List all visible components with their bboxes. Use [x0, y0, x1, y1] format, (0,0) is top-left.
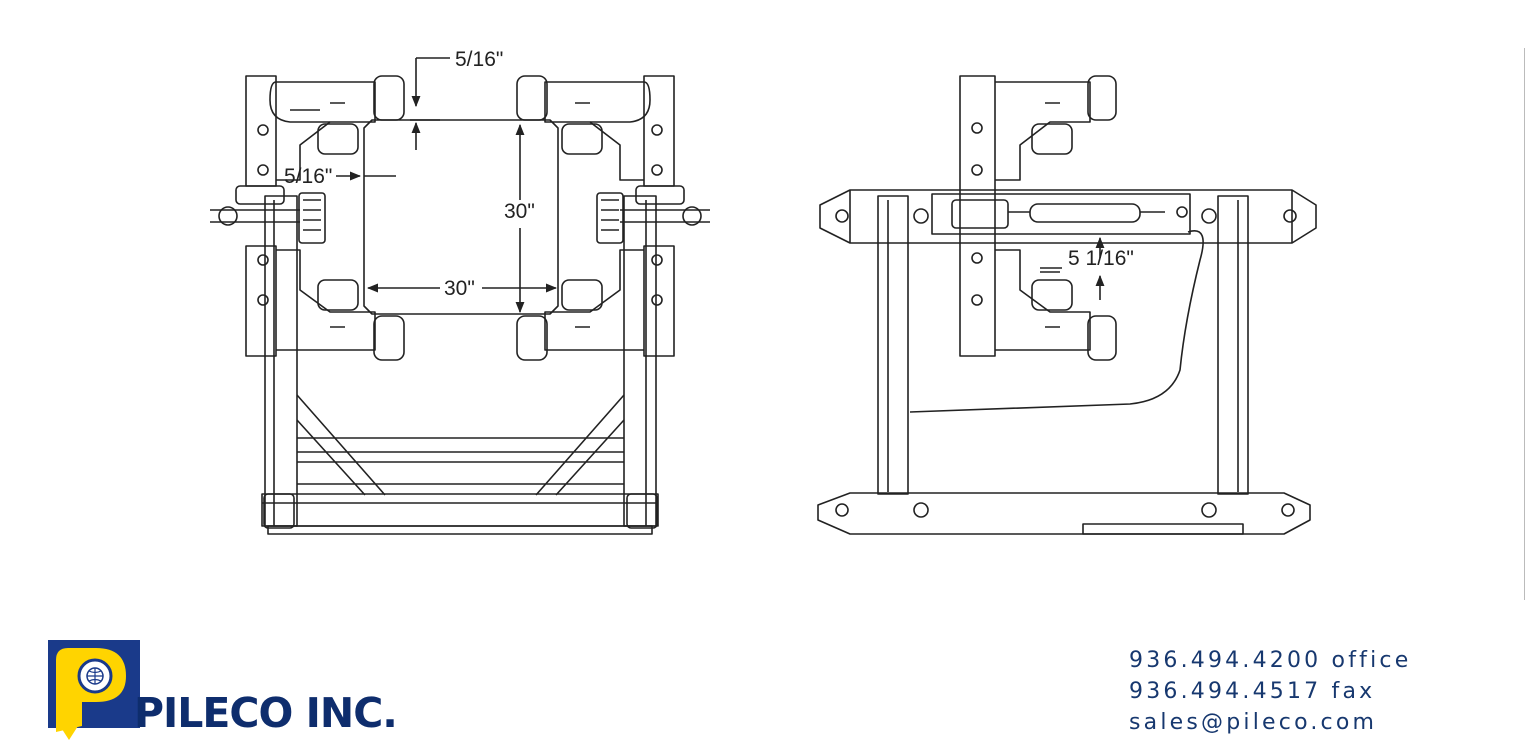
side-view [817, 75, 1317, 535]
logo-mark-icon [48, 640, 140, 740]
contact-block: 936.494.4200 office 936.494.4517 fax sal… [1129, 645, 1411, 738]
technical-drawing: 5/16" 5/16" 30" 30" 5 1/16" [210, 48, 1317, 535]
dim-width: 30" [444, 277, 475, 300]
email-link[interactable]: sales@pileco.com [1129, 710, 1378, 735]
pileco-logo: PILECO INC. [48, 640, 428, 740]
fax-number: 936.494.4517 fax [1129, 679, 1376, 704]
office-phone[interactable]: 936.494.4200 office [1129, 648, 1412, 673]
front-view [210, 75, 710, 535]
dim-gap-side: 5/16" [284, 165, 332, 188]
dimension-lines [336, 57, 1105, 314]
page-edge-line [1524, 48, 1525, 600]
dim-gap-top: 5/16" [455, 48, 503, 71]
dim-height: 30" [504, 200, 535, 223]
company-name: PILECO INC. [134, 689, 398, 737]
dim-offset: 5 1/16" [1068, 247, 1134, 270]
